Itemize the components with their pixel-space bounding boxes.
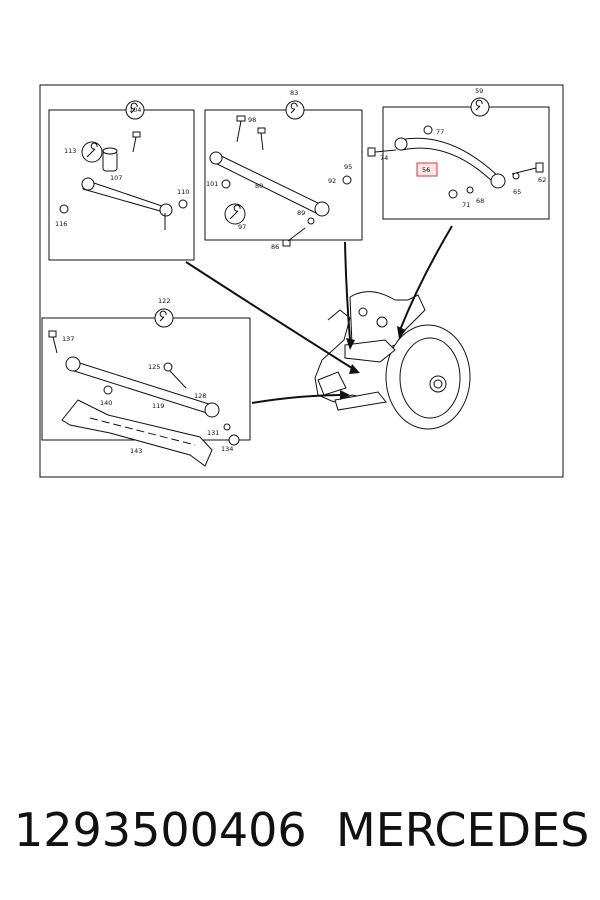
- group-59: 59 77 74 56 62 65 71 68: [367, 87, 550, 220]
- label-95: 95: [344, 163, 352, 171]
- label-83: 83: [290, 89, 298, 97]
- highlight-56: [416, 162, 438, 177]
- label-122: 122: [158, 297, 170, 305]
- label-62: 62: [538, 176, 546, 184]
- label-107: 107: [110, 174, 122, 182]
- wrench-icon: [470, 97, 490, 117]
- label-110: 110: [177, 188, 189, 196]
- leader-arrows: [185, 225, 453, 404]
- suspension-diagram: 104 113 107 110 116 83 98: [39, 84, 564, 478]
- part-number: 1293500406: [14, 803, 307, 857]
- group-122: 122 137 119 125 128 140 131 134 143: [41, 297, 251, 467]
- label-65: 65: [513, 188, 521, 196]
- label-128: 128: [194, 392, 206, 400]
- label-140: 140: [100, 399, 112, 407]
- label-89: 89: [297, 209, 305, 217]
- wrench-icon: [154, 308, 174, 328]
- box-59: [382, 106, 550, 220]
- group-104: 104 113 107 110 116: [48, 100, 195, 261]
- label-137: 137: [62, 335, 74, 343]
- label-86: 86: [271, 243, 279, 251]
- label-92: 92: [328, 177, 336, 185]
- label-125: 125: [148, 363, 160, 371]
- label-143: 143: [130, 447, 142, 455]
- label-74: 74: [380, 154, 388, 162]
- wrench-icon: [285, 100, 305, 120]
- label-113: 113: [64, 147, 76, 155]
- label-97: 97: [238, 223, 246, 231]
- label-119: 119: [152, 402, 164, 410]
- diagram-frame: [39, 84, 564, 478]
- label-116: 116: [55, 220, 67, 228]
- label-56: 56: [422, 166, 430, 174]
- wheel-carrier-illustration: [314, 291, 471, 430]
- group-83: 83 98 80 101 97 95 92 89 86: [204, 89, 363, 251]
- label-134: 134: [221, 445, 233, 453]
- label-68: 68: [476, 197, 484, 205]
- label-101: 101: [206, 180, 218, 188]
- label-59: 59: [475, 87, 483, 95]
- label-77: 77: [436, 128, 444, 136]
- label-131: 131: [207, 429, 219, 437]
- caption: 1293500406 MERCEDES: [0, 800, 600, 870]
- label-80: 80: [255, 182, 263, 190]
- arrow-heads: [340, 326, 406, 400]
- wrench-icon: [125, 100, 145, 120]
- box-104: [48, 109, 195, 261]
- label-98: 98: [248, 116, 256, 124]
- manufacturer: MERCEDES: [336, 803, 590, 857]
- label-71: 71: [462, 201, 470, 209]
- label-104: 104: [129, 106, 141, 114]
